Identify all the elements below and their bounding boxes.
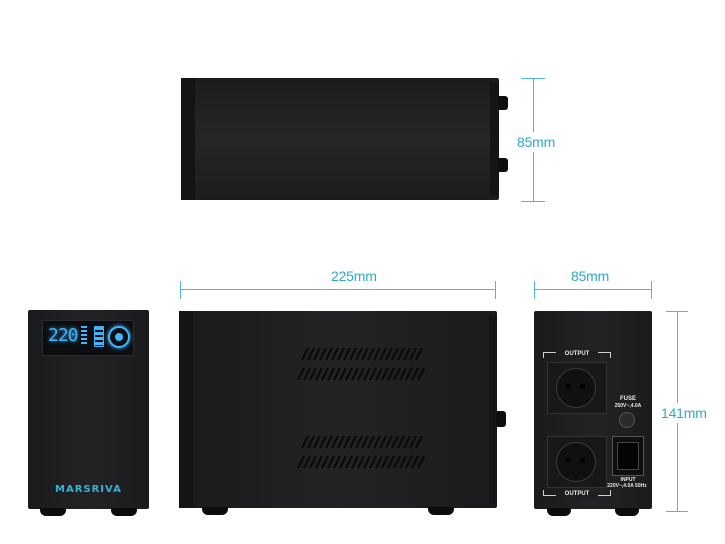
- side-foot-left: [202, 507, 228, 515]
- power-button-center: [115, 333, 123, 341]
- side-vent-lower: [297, 436, 425, 469]
- length-label: 225mm: [331, 268, 377, 284]
- output-socket-1-pin-b: [580, 384, 585, 389]
- input-label: INPUT: [620, 477, 636, 483]
- top-view-body: [181, 78, 499, 200]
- battery-icon: [94, 326, 104, 347]
- height-tick-bottom: [666, 511, 688, 512]
- width-line: [534, 289, 652, 290]
- top-view-rear-knob: [498, 96, 508, 110]
- output-label-bottom: OUTPUT: [556, 491, 598, 498]
- output-socket-2-pin-a: [566, 458, 571, 463]
- length-line: [180, 289, 496, 290]
- width-label: 85mm: [571, 268, 610, 284]
- fuse-holder-icon: [619, 412, 635, 428]
- lcd-bar-icon: [81, 326, 87, 346]
- brand-logo: MARSRIVA: [55, 484, 122, 495]
- top-view-rear-knob-2: [498, 158, 508, 172]
- input-socket-inner: [617, 442, 639, 470]
- input-rating: 220V~,4.0A 50Hz: [607, 483, 647, 489]
- front-foot-left: [40, 508, 66, 516]
- width-tick-right: [651, 281, 652, 299]
- top-height-tick-top: [521, 78, 545, 79]
- lcd-readout: 220: [48, 325, 79, 346]
- top-height-label: 85mm: [517, 132, 556, 152]
- output-label-top: OUTPUT: [556, 351, 598, 358]
- output-socket-1-face: [556, 368, 596, 408]
- side-front-edge: [179, 311, 193, 508]
- rear-foot-left: [547, 508, 571, 516]
- side-view-body: [179, 311, 497, 508]
- output-socket-2-pin-b: [580, 458, 585, 463]
- side-foot-right: [428, 507, 454, 515]
- top-view-rear-edge: [490, 82, 499, 196]
- height-label: 141mm: [661, 403, 707, 423]
- height-tick-top: [666, 311, 688, 312]
- side-vent-upper: [297, 348, 425, 381]
- top-view-front-edge: [181, 78, 195, 200]
- side-rear-edge: [489, 316, 497, 504]
- rear-foot-right: [615, 508, 639, 516]
- width-tick-left: [534, 281, 535, 299]
- fuse-label: FUSE: [619, 396, 636, 402]
- length-tick-left: [180, 281, 181, 299]
- length-tick-right: [495, 281, 496, 299]
- fuse-rating: 250V~,4.0A: [614, 403, 642, 409]
- output-socket-2-face: [556, 442, 596, 482]
- output-socket-1-pin-a: [566, 384, 571, 389]
- front-foot-right: [111, 508, 137, 516]
- side-rear-knob: [496, 411, 506, 427]
- top-height-tick-bottom: [521, 201, 545, 202]
